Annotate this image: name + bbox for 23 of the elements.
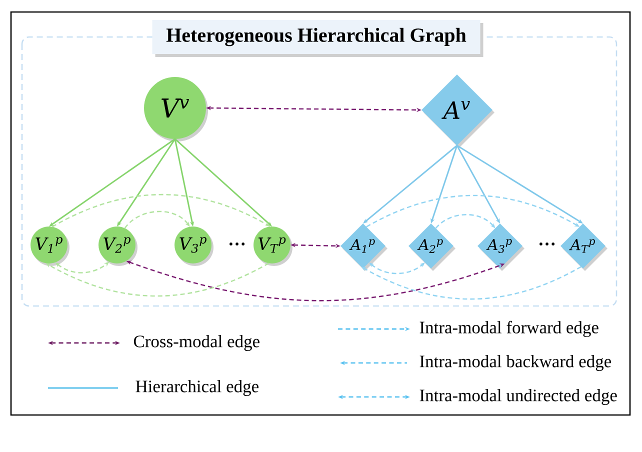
title-banner: Heterogeneous Hierarchical Graph bbox=[152, 20, 484, 57]
circle-node: V$_{2}$p bbox=[98, 226, 138, 266]
diamond-node: A$^{v}$ bbox=[422, 74, 494, 148]
arrow bbox=[363, 144, 458, 224]
diamond-node: A$_{T}$p bbox=[560, 224, 608, 271]
legend-label: Cross-modal edge bbox=[134, 335, 260, 351]
circle-node: V$_{3}$p bbox=[174, 226, 214, 266]
legend-label: Intra-modal forward edge bbox=[420, 320, 598, 338]
diamond-node: A$_{2}$p bbox=[408, 224, 456, 271]
circle-node: V$_{1}$p bbox=[30, 226, 70, 266]
legend-label: Hierarchical edge bbox=[136, 380, 258, 396]
legend-label: Intra-modal backward edge bbox=[420, 355, 612, 371]
arrow bbox=[174, 138, 272, 226]
legend-label: Intra-modal undirected edge bbox=[420, 389, 617, 405]
dashed-arrow bbox=[369, 262, 425, 274]
circle-node: V$^{v}$ bbox=[144, 77, 208, 142]
diamond-node: A$_{1}$p bbox=[340, 224, 388, 271]
ellipsis: … bbox=[540, 242, 555, 246]
arrow bbox=[49, 138, 176, 226]
ellipsis: … bbox=[230, 242, 245, 246]
circle-node: V$_{T}$p bbox=[254, 226, 292, 266]
diamond-node: A$_{3}$p bbox=[478, 224, 524, 271]
dashed-arrow bbox=[124, 210, 190, 229]
